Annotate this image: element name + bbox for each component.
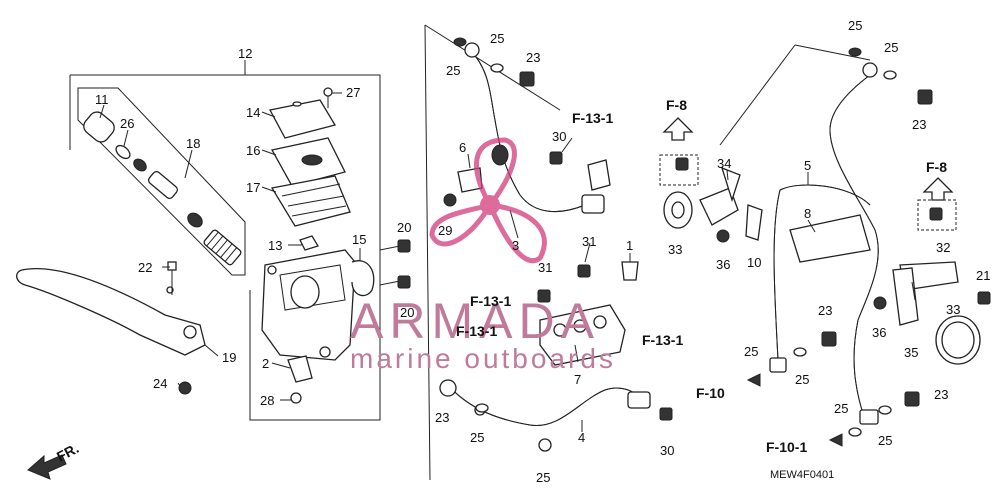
callout-23-right-mid: 23 bbox=[818, 303, 832, 318]
master-cylinder-body bbox=[261, 235, 375, 404]
callout-18: 18 bbox=[186, 136, 200, 151]
callout-25-right-d: 25 bbox=[795, 372, 809, 387]
piston-kit-outline bbox=[77, 87, 246, 276]
callout-20-upper: 20 bbox=[397, 220, 411, 235]
watermark-propeller-icon bbox=[429, 137, 547, 263]
callout-25-right-e: 25 bbox=[834, 401, 848, 416]
section-divider-lines bbox=[424, 24, 871, 481]
callout-21: 21 bbox=[976, 268, 990, 283]
callout-5: 5 bbox=[804, 158, 811, 173]
callout-33-right: 33 bbox=[946, 302, 960, 317]
callout-15: 15 bbox=[352, 232, 366, 247]
callout-36-left: 36 bbox=[716, 257, 730, 272]
callout-1: 1 bbox=[626, 238, 633, 253]
callout-leaders bbox=[99, 92, 916, 432]
callout-2: 2 bbox=[262, 356, 269, 371]
callout-31-upper: 31 bbox=[582, 234, 596, 249]
piston-kit-parts bbox=[83, 111, 242, 266]
bolts-20 bbox=[379, 239, 411, 289]
callout-22: 22 bbox=[138, 260, 152, 275]
callout-25-right-f: 25 bbox=[878, 433, 892, 448]
callout-30-upper: 30 bbox=[552, 129, 566, 144]
callout-numbers: 12 11 26 18 14 27 16 17 13 15 20 20 22 1… bbox=[95, 18, 990, 485]
callout-34: 34 bbox=[717, 156, 731, 171]
callout-25-lower-a: 25 bbox=[470, 430, 484, 445]
front-direction-arrow: FR. bbox=[27, 440, 81, 480]
reference-f-13-1-mid: F-13-1 bbox=[470, 293, 511, 309]
brake-lever bbox=[16, 261, 206, 395]
callout-36-right: 36 bbox=[872, 325, 886, 340]
callout-25-right-a: 25 bbox=[848, 18, 862, 33]
callout-23-right-low: 23 bbox=[934, 387, 948, 402]
callout-27: 27 bbox=[346, 85, 360, 100]
right-bracket-and-reflector bbox=[873, 199, 991, 365]
callout-28: 28 bbox=[260, 393, 274, 408]
callout-8: 8 bbox=[804, 206, 811, 221]
brake-joint-block bbox=[537, 261, 639, 366]
reference-f-13-1-top: F-13-1 bbox=[572, 110, 613, 126]
callout-20-lower: 20 bbox=[400, 305, 414, 320]
callout-26: 26 bbox=[120, 116, 134, 131]
reference-codes: F-13-1 F-8 F-13-1 F-13-1 F-13-1 F-10 F-1… bbox=[456, 97, 947, 455]
callout-25-right-c: 25 bbox=[744, 344, 758, 359]
callout-30-lower: 30 bbox=[660, 443, 674, 458]
right-brake-pipes bbox=[769, 62, 879, 425]
diagram-code: MEW4F0401 bbox=[770, 469, 834, 481]
callout-6: 6 bbox=[459, 140, 466, 155]
callout-33-left: 33 bbox=[668, 242, 682, 257]
reference-f-13-1-right: F-13-1 bbox=[642, 332, 683, 348]
callout-10: 10 bbox=[747, 255, 761, 270]
washers-and-bolts bbox=[453, 37, 933, 437]
callout-13: 13 bbox=[268, 238, 282, 253]
callout-25-lower-b: 25 bbox=[536, 470, 550, 485]
callout-23-top: 23 bbox=[526, 50, 540, 65]
callout-17: 17 bbox=[246, 180, 260, 195]
callout-14: 14 bbox=[246, 105, 260, 120]
callout-16: 16 bbox=[246, 143, 260, 158]
master-cylinder-group-outline bbox=[69, 60, 381, 421]
callout-31-lower: 31 bbox=[538, 260, 552, 275]
callout-32: 32 bbox=[936, 240, 950, 255]
reference-f-8-center: F-8 bbox=[666, 97, 687, 113]
callout-35: 35 bbox=[904, 345, 918, 360]
callout-3: 3 bbox=[512, 238, 519, 253]
callout-23-lower: 23 bbox=[435, 410, 449, 425]
callout-19: 19 bbox=[222, 350, 236, 365]
reference-f-8-right: F-8 bbox=[926, 159, 947, 175]
reference-arrows bbox=[662, 117, 954, 447]
callout-25-right-b: 25 bbox=[884, 40, 898, 55]
reference-f-10-1: F-10-1 bbox=[766, 439, 807, 455]
callout-24: 24 bbox=[153, 376, 167, 391]
reservoir-cap-parts bbox=[269, 87, 351, 227]
callout-23-right-top: 23 bbox=[912, 117, 926, 132]
watermark-tagline: marine outboards bbox=[350, 343, 616, 374]
callout-25-top-b: 25 bbox=[490, 31, 504, 46]
reference-f-13-1-low: F-13-1 bbox=[456, 323, 497, 339]
callout-12: 12 bbox=[238, 46, 252, 61]
reference-f-10: F-10 bbox=[696, 385, 725, 401]
callout-25-top-a: 25 bbox=[446, 63, 460, 78]
callout-7: 7 bbox=[574, 372, 581, 387]
grommet-and-brackets bbox=[659, 154, 763, 243]
brake-hose-upper bbox=[443, 42, 611, 214]
callout-4: 4 bbox=[578, 430, 585, 445]
callout-11: 11 bbox=[95, 92, 109, 107]
callout-29: 29 bbox=[438, 223, 452, 238]
watermark-brand: ARMADA bbox=[350, 293, 600, 349]
